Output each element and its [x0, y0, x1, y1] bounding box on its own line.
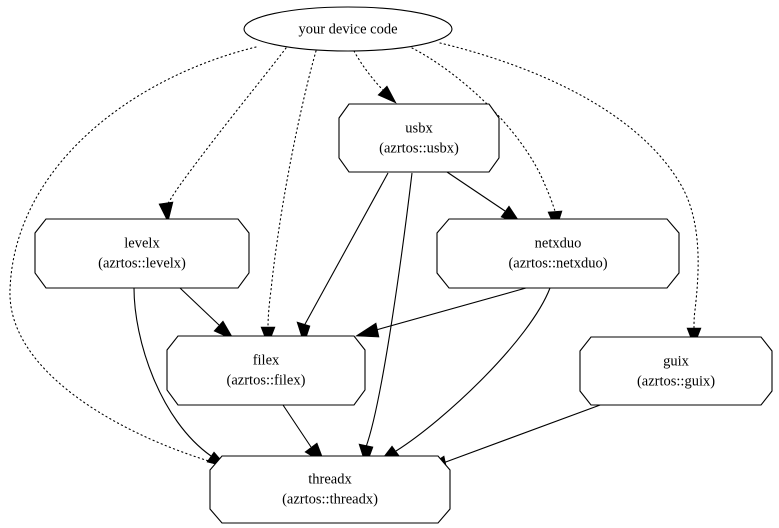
- edge-device-to-filex: [260, 50, 317, 346]
- edge-netxduo-to-filex: [355, 287, 527, 338]
- edge-usbx-to-filex: [296, 172, 389, 345]
- edge-device-to-usbx: [353, 50, 397, 104]
- node-label-usbx-line1: usbx: [405, 120, 433, 136]
- node-label-levelx-line2: (azrtos::levelx): [98, 255, 186, 271]
- node-usbx[interactable]: usbx (azrtos::usbx): [338, 103, 500, 173]
- node-label-netxduo-line1: netxduo: [535, 235, 582, 251]
- node-netxduo[interactable]: netxduo (azrtos::netxduo): [436, 218, 680, 289]
- node-label-usbx-line2: (azrtos::usbx): [379, 140, 459, 156]
- node-label-guix-line2: (azrtos::guix): [637, 373, 715, 389]
- node-label-netxduo-line2: (azrtos::netxduo): [508, 255, 607, 271]
- edge-device-to-levelx: [158, 47, 287, 223]
- edge-levelx-to-filex: [179, 287, 235, 341]
- node-label-threadx-line2: (azrtos::threadx): [282, 491, 378, 507]
- node-label-guix-line1: guix: [663, 353, 690, 369]
- node-label-threadx-line1: threadx: [308, 471, 352, 487]
- edge-usbx-to-threadx: [358, 172, 413, 467]
- node-threadx[interactable]: threadx (azrtos::threadx): [209, 455, 451, 524]
- edge-filex-to-threadx: [282, 404, 326, 465]
- node-label-device: your device code: [298, 21, 397, 37]
- node-label-levelx-line1: levelx: [124, 235, 160, 251]
- node-label-filex-line1: filex: [253, 352, 280, 368]
- edge-netxduo-to-threadx: [378, 287, 551, 464]
- node-your-device-code[interactable]: your device code: [243, 6, 453, 52]
- node-levelx[interactable]: levelx (azrtos::levelx): [34, 218, 250, 289]
- node-label-filex-line2: (azrtos::filex): [227, 372, 306, 388]
- node-filex[interactable]: filex (azrtos::filex): [166, 335, 366, 406]
- edge-guix-to-threadx: [422, 400, 612, 471]
- node-guix[interactable]: guix (azrtos::guix): [579, 336, 773, 406]
- edge-usbx-to-netxduo: [446, 171, 522, 225]
